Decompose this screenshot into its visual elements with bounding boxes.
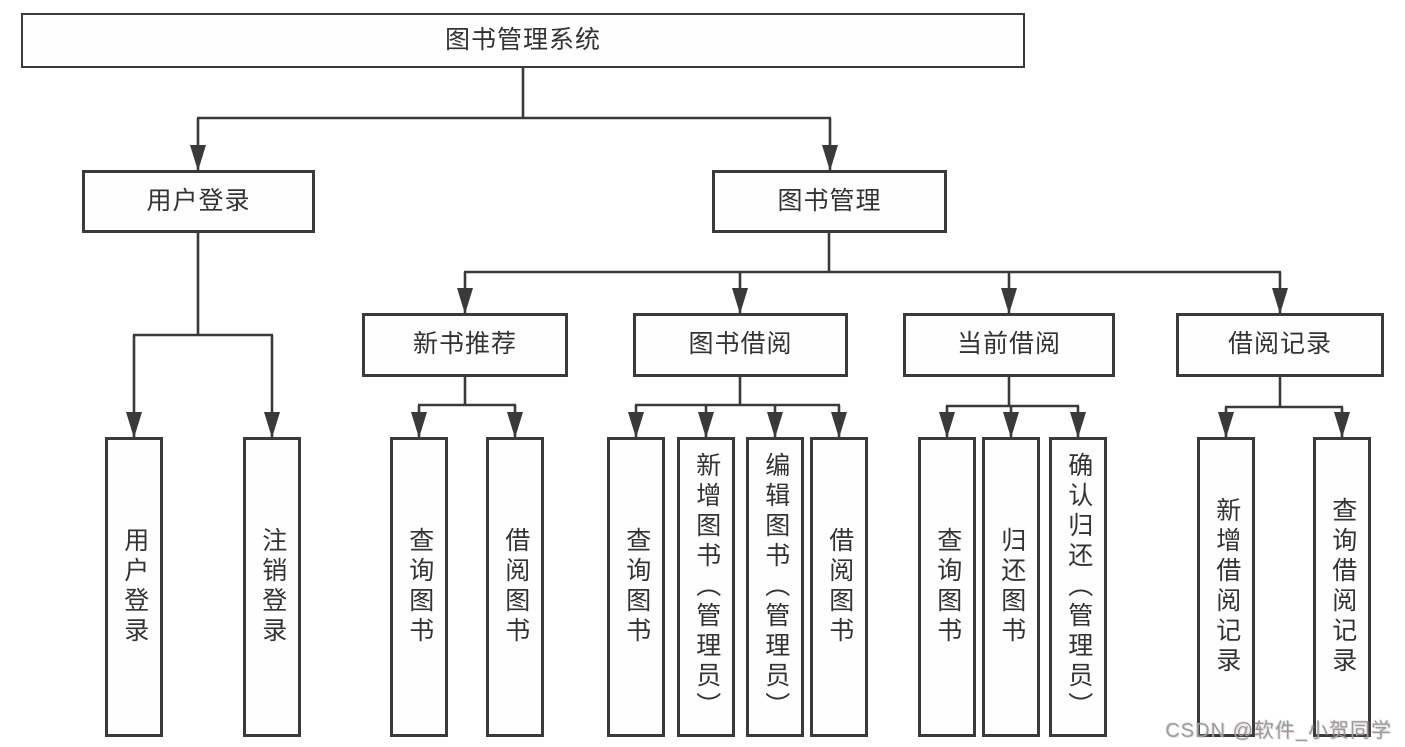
leaf-label: 查询图书	[933, 527, 962, 647]
connector-root-to-level2	[190, 68, 838, 171]
leaf-label: 借阅图书	[501, 527, 530, 647]
leaf-add-borrow-record: 新增借阅记录	[1197, 437, 1255, 737]
watermark: CSDN @软件_小贺同学	[1165, 720, 1392, 742]
leaf-query-books-borrowing: 查询图书	[607, 437, 665, 737]
connector-userlogin-children	[126, 233, 280, 438]
leaf-return-books: 归还图书	[982, 437, 1040, 737]
connector-newrec-children	[411, 377, 523, 438]
leaf-label: 编辑图书（管理员）	[761, 452, 790, 722]
leaf-label: 确认归还（管理员）	[1064, 452, 1093, 722]
connector-borrow-children	[628, 377, 847, 438]
node-library-management-system: 图书管理系统	[21, 13, 1025, 68]
leaf-label: 借阅图书	[825, 527, 854, 647]
leaf-label: 查询图书	[622, 527, 651, 647]
node-user-login-module: 用户登录	[82, 170, 315, 233]
node-book-management-module: 图书管理	[712, 170, 947, 233]
leaf-borrow-books: 借阅图书	[810, 437, 868, 737]
leaf-edit-books-admin: 编辑图书（管理员）	[746, 437, 804, 737]
leaf-user-login: 用户登录	[105, 437, 163, 737]
leaf-label: 注销登录	[258, 527, 287, 647]
leaf-add-books-admin: 新增图书（管理员）	[677, 437, 735, 737]
leaf-label: 归还图书	[997, 527, 1026, 647]
leaf-label: 用户登录	[120, 527, 149, 647]
node-new-book-recommendation: 新书推荐	[362, 313, 568, 377]
node-borrowing-records: 借阅记录	[1176, 313, 1384, 377]
node-current-borrowing: 当前借阅	[903, 313, 1115, 377]
leaf-query-books-recommendation: 查询图书	[390, 437, 448, 737]
leaf-label: 新增图书（管理员）	[692, 452, 721, 722]
connector-bookmgmt-to-level3	[457, 233, 1288, 314]
connector-current-children	[939, 377, 1086, 438]
leaf-confirm-return-admin: 确认归还（管理员）	[1049, 437, 1107, 737]
node-book-borrowing: 图书借阅	[633, 313, 848, 377]
leaf-label: 新增借阅记录	[1212, 497, 1241, 677]
leaf-query-borrow-record: 查询借阅记录	[1313, 437, 1371, 737]
leaf-label: 查询借阅记录	[1328, 497, 1357, 677]
leaf-label: 查询图书	[405, 527, 434, 647]
leaf-logout-login: 注销登录	[243, 437, 301, 737]
leaf-borrow-books-recommendation: 借阅图书	[486, 437, 544, 737]
connector-records-children	[1218, 377, 1350, 438]
leaf-query-books-current: 查询图书	[918, 437, 976, 737]
